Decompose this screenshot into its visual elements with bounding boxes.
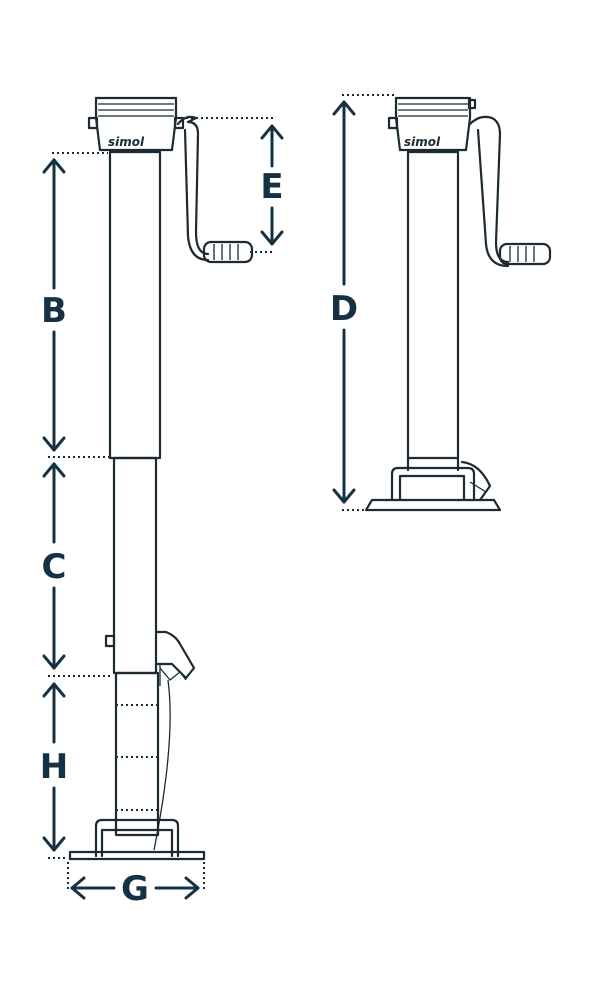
dimension-d [332,100,356,504]
outer-tube-right [406,150,460,460]
gearbox-head-left: simol [87,96,185,152]
dimension-e [260,124,284,246]
crank-handle-left [176,115,254,264]
extended-jack: simol [68,96,254,861]
label-h: H [40,747,68,787]
label-g: G [121,869,149,909]
dimension-lines [42,94,394,900]
brand-logo-left: simol [108,135,145,149]
label-b: B [41,291,67,331]
outer-tube-left [108,150,162,460]
foot-plate-right [364,456,502,512]
inner-tube-left [104,456,196,686]
gearbox-head-right: simol [387,96,477,152]
dimension-g [70,876,200,900]
foot-tube-left [114,671,171,851]
dimension-b [42,158,66,452]
dimension-c [42,462,66,670]
label-e: E [260,167,283,207]
label-c: C [42,547,67,587]
dimension-h [42,682,66,852]
label-d: D [330,289,358,329]
crank-handle-right [468,115,552,268]
foot-plate-left [68,818,206,861]
retracted-jack: simol [364,96,552,512]
brand-logo-right: simol [404,135,441,149]
